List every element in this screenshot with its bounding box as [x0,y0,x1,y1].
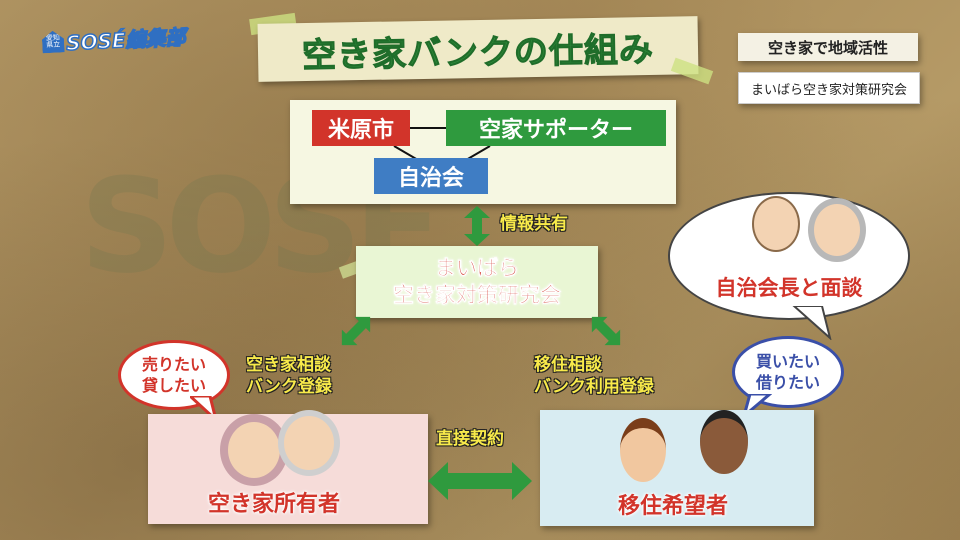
mover-flow-line1: 移住相談 [534,355,603,376]
direct-contract-label: 直接契約 [436,429,505,450]
connector-lines [393,146,491,161]
connector-line [410,127,446,129]
mover-flow-label: 移住相談 バンク利用登録 [534,354,655,398]
elder-woman-avatar [808,198,866,262]
owner-bubble-line2: 貸したい [141,376,206,395]
page-title: 空き家バンクの仕組み [301,29,655,76]
mover-woman-avatar [620,418,666,482]
house-icon: 愛知県立 [42,30,65,53]
diagonal-arrow-icon [341,316,371,346]
mover-card [540,410,814,526]
supporter-pill: 空家サポーター [446,110,666,146]
owner-flow-line1: 空き家相談 [246,355,332,376]
owner-flow-label: 空き家相談 バンク登録 [246,354,333,398]
owner-card-label: 空き家所有者 [208,492,341,517]
org-tag: まいばら空き家対策研究会 [738,72,920,104]
mover-bubble-line2: 借りたい [755,373,820,392]
city-pill: 米原市 [312,110,410,146]
logo-text: SOSÉ編集部 [65,24,187,56]
bubble-tail [792,306,832,340]
diagonal-arrow-icon [591,316,621,346]
owner-man-avatar [278,410,340,476]
mover-card-label: 移住希望者 [618,494,729,519]
info-share-label: 情報共有 [500,214,569,235]
council-pill: 自治会 [374,158,488,194]
owner-bubble-line1: 売りたい [141,355,206,374]
topic-tag: 空き家で地域活性 [738,33,918,61]
mover-bubble: 買いたい 借りたい [732,336,844,408]
owner-flow-line2: バンク登録 [246,377,333,398]
mover-man-avatar [700,410,748,474]
mover-flow-line2: バンク利用登録 [534,377,655,398]
center-line2: 空き家対策研究会 [393,283,562,308]
mover-bubble-line1: 買いたい [755,352,820,371]
elder-man-avatar [752,196,800,252]
sose-logo: 愛知県立 SOSÉ編集部 [41,18,210,59]
chief-meeting-text: 自治会長と面談 [715,276,863,300]
title-card: 空き家バンクの仕組み [257,16,699,82]
updown-arrow-icon [464,206,490,246]
horizontal-arrow-icon [428,462,532,500]
center-line1: まいばら [435,256,520,281]
center-org-box: まいばら 空き家対策研究会 [356,246,598,318]
